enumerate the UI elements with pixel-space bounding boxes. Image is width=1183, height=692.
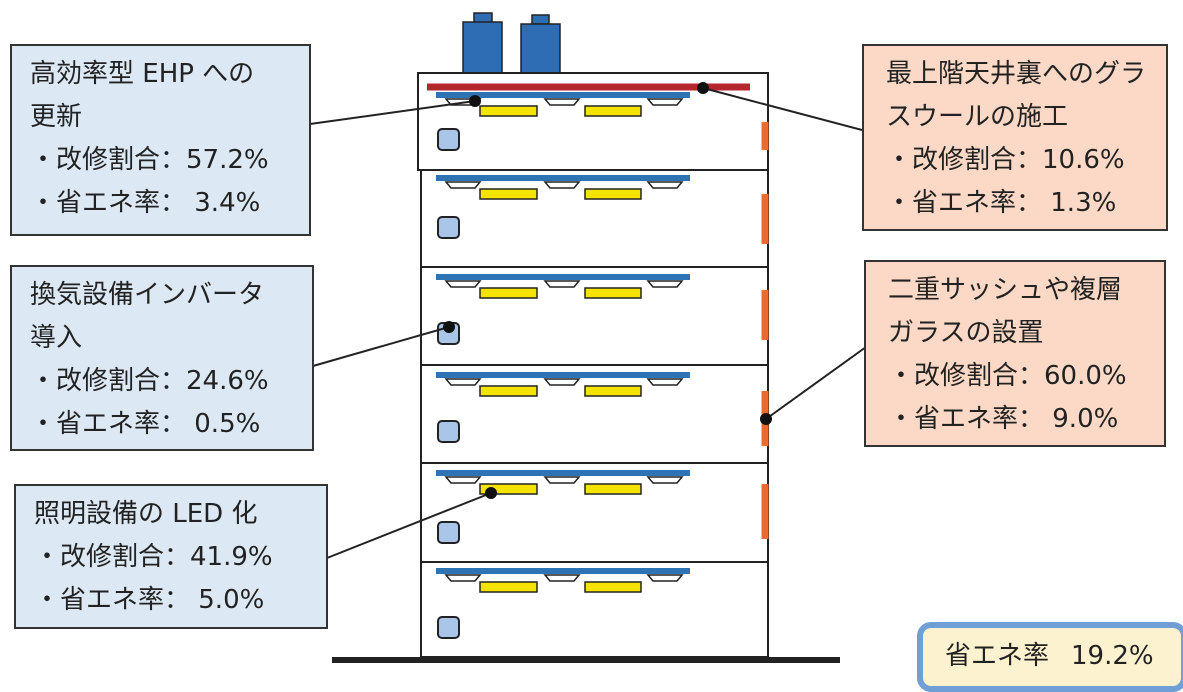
callout-glasswool: 最上階天井裏へのグラ スウールの施工 ・改修割合：10.6% ・省エネ率： 1.…: [862, 44, 1168, 231]
ac-vent-icon: [444, 574, 482, 582]
ac-vent-icon: [646, 574, 684, 582]
led-light-fixture: [584, 105, 642, 117]
callout-led-title: 照明設備の LED 化: [34, 499, 258, 529]
led-light-fixture: [584, 385, 642, 397]
outdoor-ac-units: [462, 12, 561, 75]
ac-vent-icon: [646, 378, 684, 386]
led-light-fixture: [479, 385, 538, 397]
ac-vent-icon: [543, 378, 581, 386]
callout-ventilation: 換気設備インバータ 導入 ・改修割合：24.6% ・省エネ率： 0.5%: [10, 265, 314, 451]
leader-dot-led: [485, 487, 497, 499]
callout-sash-title-1: 二重サッシュや複層: [888, 275, 1123, 305]
leader-dots: [443, 82, 772, 499]
total-saving-badge: 省エネ率 19.2%: [917, 622, 1183, 692]
led-light-fixture: [584, 287, 642, 299]
callout-glasswool-saving: ・省エネ率： 1.3%: [886, 188, 1117, 218]
led-light-fixture: [584, 188, 642, 200]
callout-glasswool-rate: ・改修割合：10.6%: [886, 145, 1125, 175]
callout-led-rate: ・改修割合：41.9%: [34, 542, 273, 572]
total-saving-value: 19.2%: [1071, 641, 1154, 671]
indoor-unit-icon: [437, 616, 460, 639]
ac-vent-icon: [543, 181, 581, 189]
indoor-unit-icon: [437, 216, 460, 239]
callout-glasswool-title-2: スウールの施工: [886, 102, 1069, 132]
callout-led-saving: ・省エネ率： 5.0%: [34, 585, 265, 615]
callout-ventilation-saving: ・省エネ率： 0.5%: [30, 409, 261, 439]
outdoor-unit-1: [462, 21, 503, 75]
led-light-fixture: [479, 483, 538, 495]
callout-ventilation-rate: ・改修割合：24.6%: [30, 366, 269, 396]
callout-ehp-saving: ・省エネ率： 3.4%: [30, 188, 261, 218]
ac-vent-icon: [444, 476, 482, 484]
callout-ehp-title-1: 高効率型 EHP への: [30, 59, 255, 89]
leader-dot-sash: [760, 413, 772, 425]
leader-dot-ehp: [469, 95, 481, 107]
led-light-fixture: [584, 581, 642, 593]
ac-vent-icon: [646, 98, 684, 106]
indoor-unit-icon: [437, 128, 460, 151]
leader-dot-ventilation: [443, 321, 455, 333]
ac-vent-icon: [543, 476, 581, 484]
callout-sash-saving: ・省エネ率： 9.0%: [888, 404, 1119, 434]
indoor-unit-icon: [437, 521, 460, 544]
floor-equipment: [436, 92, 769, 639]
ac-vent-icon: [646, 280, 684, 288]
callout-glasswool-title-1: 最上階天井裏へのグラ: [886, 59, 1147, 89]
led-light-fixture: [584, 483, 642, 495]
callout-ehp: 高効率型 EHP への 更新 ・改修割合：57.2% ・省エネ率： 3.4%: [10, 44, 311, 236]
led-light-fixture: [479, 287, 538, 299]
ac-vent-icon: [646, 181, 684, 189]
leader-dot-glasswool: [697, 82, 709, 94]
leader-line-ehp: [309, 100, 476, 125]
leader-line-sash: [765, 346, 867, 420]
callout-ehp-title-2: 更新: [30, 102, 83, 132]
leader-line-ventilation: [312, 326, 450, 367]
ac-vent-icon: [444, 181, 482, 189]
callout-ventilation-title-1: 換気設備インバータ: [30, 280, 265, 310]
led-light-fixture: [479, 105, 538, 117]
callout-ventilation-title-2: 導入: [30, 323, 83, 353]
led-light-fixture: [479, 581, 538, 593]
ac-vent-icon: [543, 280, 581, 288]
callout-led: 照明設備の LED 化 ・改修割合：41.9% ・省エネ率： 5.0%: [14, 484, 328, 629]
callout-ehp-rate: ・改修割合：57.2%: [30, 145, 269, 175]
callout-sash: 二重サッシュや複層 ガラスの設置 ・改修割合：60.0% ・省エネ率： 9.0%: [864, 260, 1166, 447]
indoor-unit-icon: [437, 420, 460, 443]
callout-sash-title-2: ガラスの設置: [888, 318, 1044, 348]
ac-vent-icon: [543, 574, 581, 582]
ac-vent-icon: [444, 378, 482, 386]
building-floors: [420, 169, 769, 658]
leader-line-glasswool: [702, 87, 863, 131]
outdoor-unit-2: [520, 23, 561, 75]
leader-lines: [309, 87, 867, 559]
led-light-fixture: [479, 188, 538, 200]
total-saving-label: 省エネ率: [945, 641, 1050, 671]
leader-line-led: [326, 492, 492, 559]
ac-vent-icon: [543, 98, 581, 106]
ac-vent-icon: [444, 280, 482, 288]
ac-vent-icon: [646, 476, 684, 484]
callout-sash-rate: ・改修割合：60.0%: [888, 361, 1127, 391]
